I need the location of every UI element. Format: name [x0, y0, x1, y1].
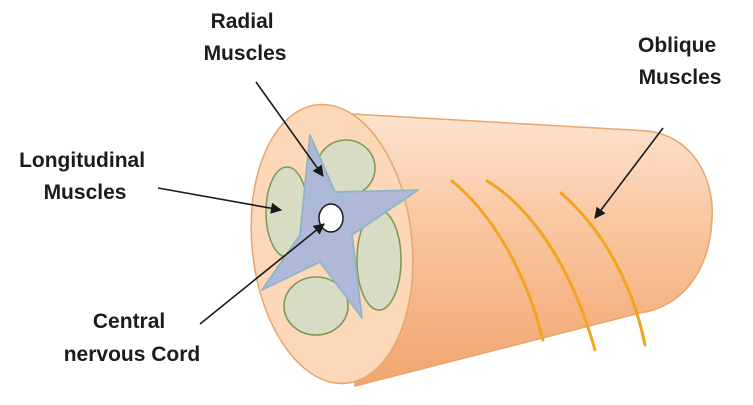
label-radial-muscles: Radial Muscles: [204, 10, 287, 65]
central-nervous-cord: [319, 204, 343, 232]
label-oblique-muscles: Oblique Muscles: [638, 34, 722, 89]
label-central-nervous-cord: Central nervous Cord: [64, 310, 201, 366]
label-longitudinal-muscles: Longitudinal Muscles: [19, 149, 151, 204]
